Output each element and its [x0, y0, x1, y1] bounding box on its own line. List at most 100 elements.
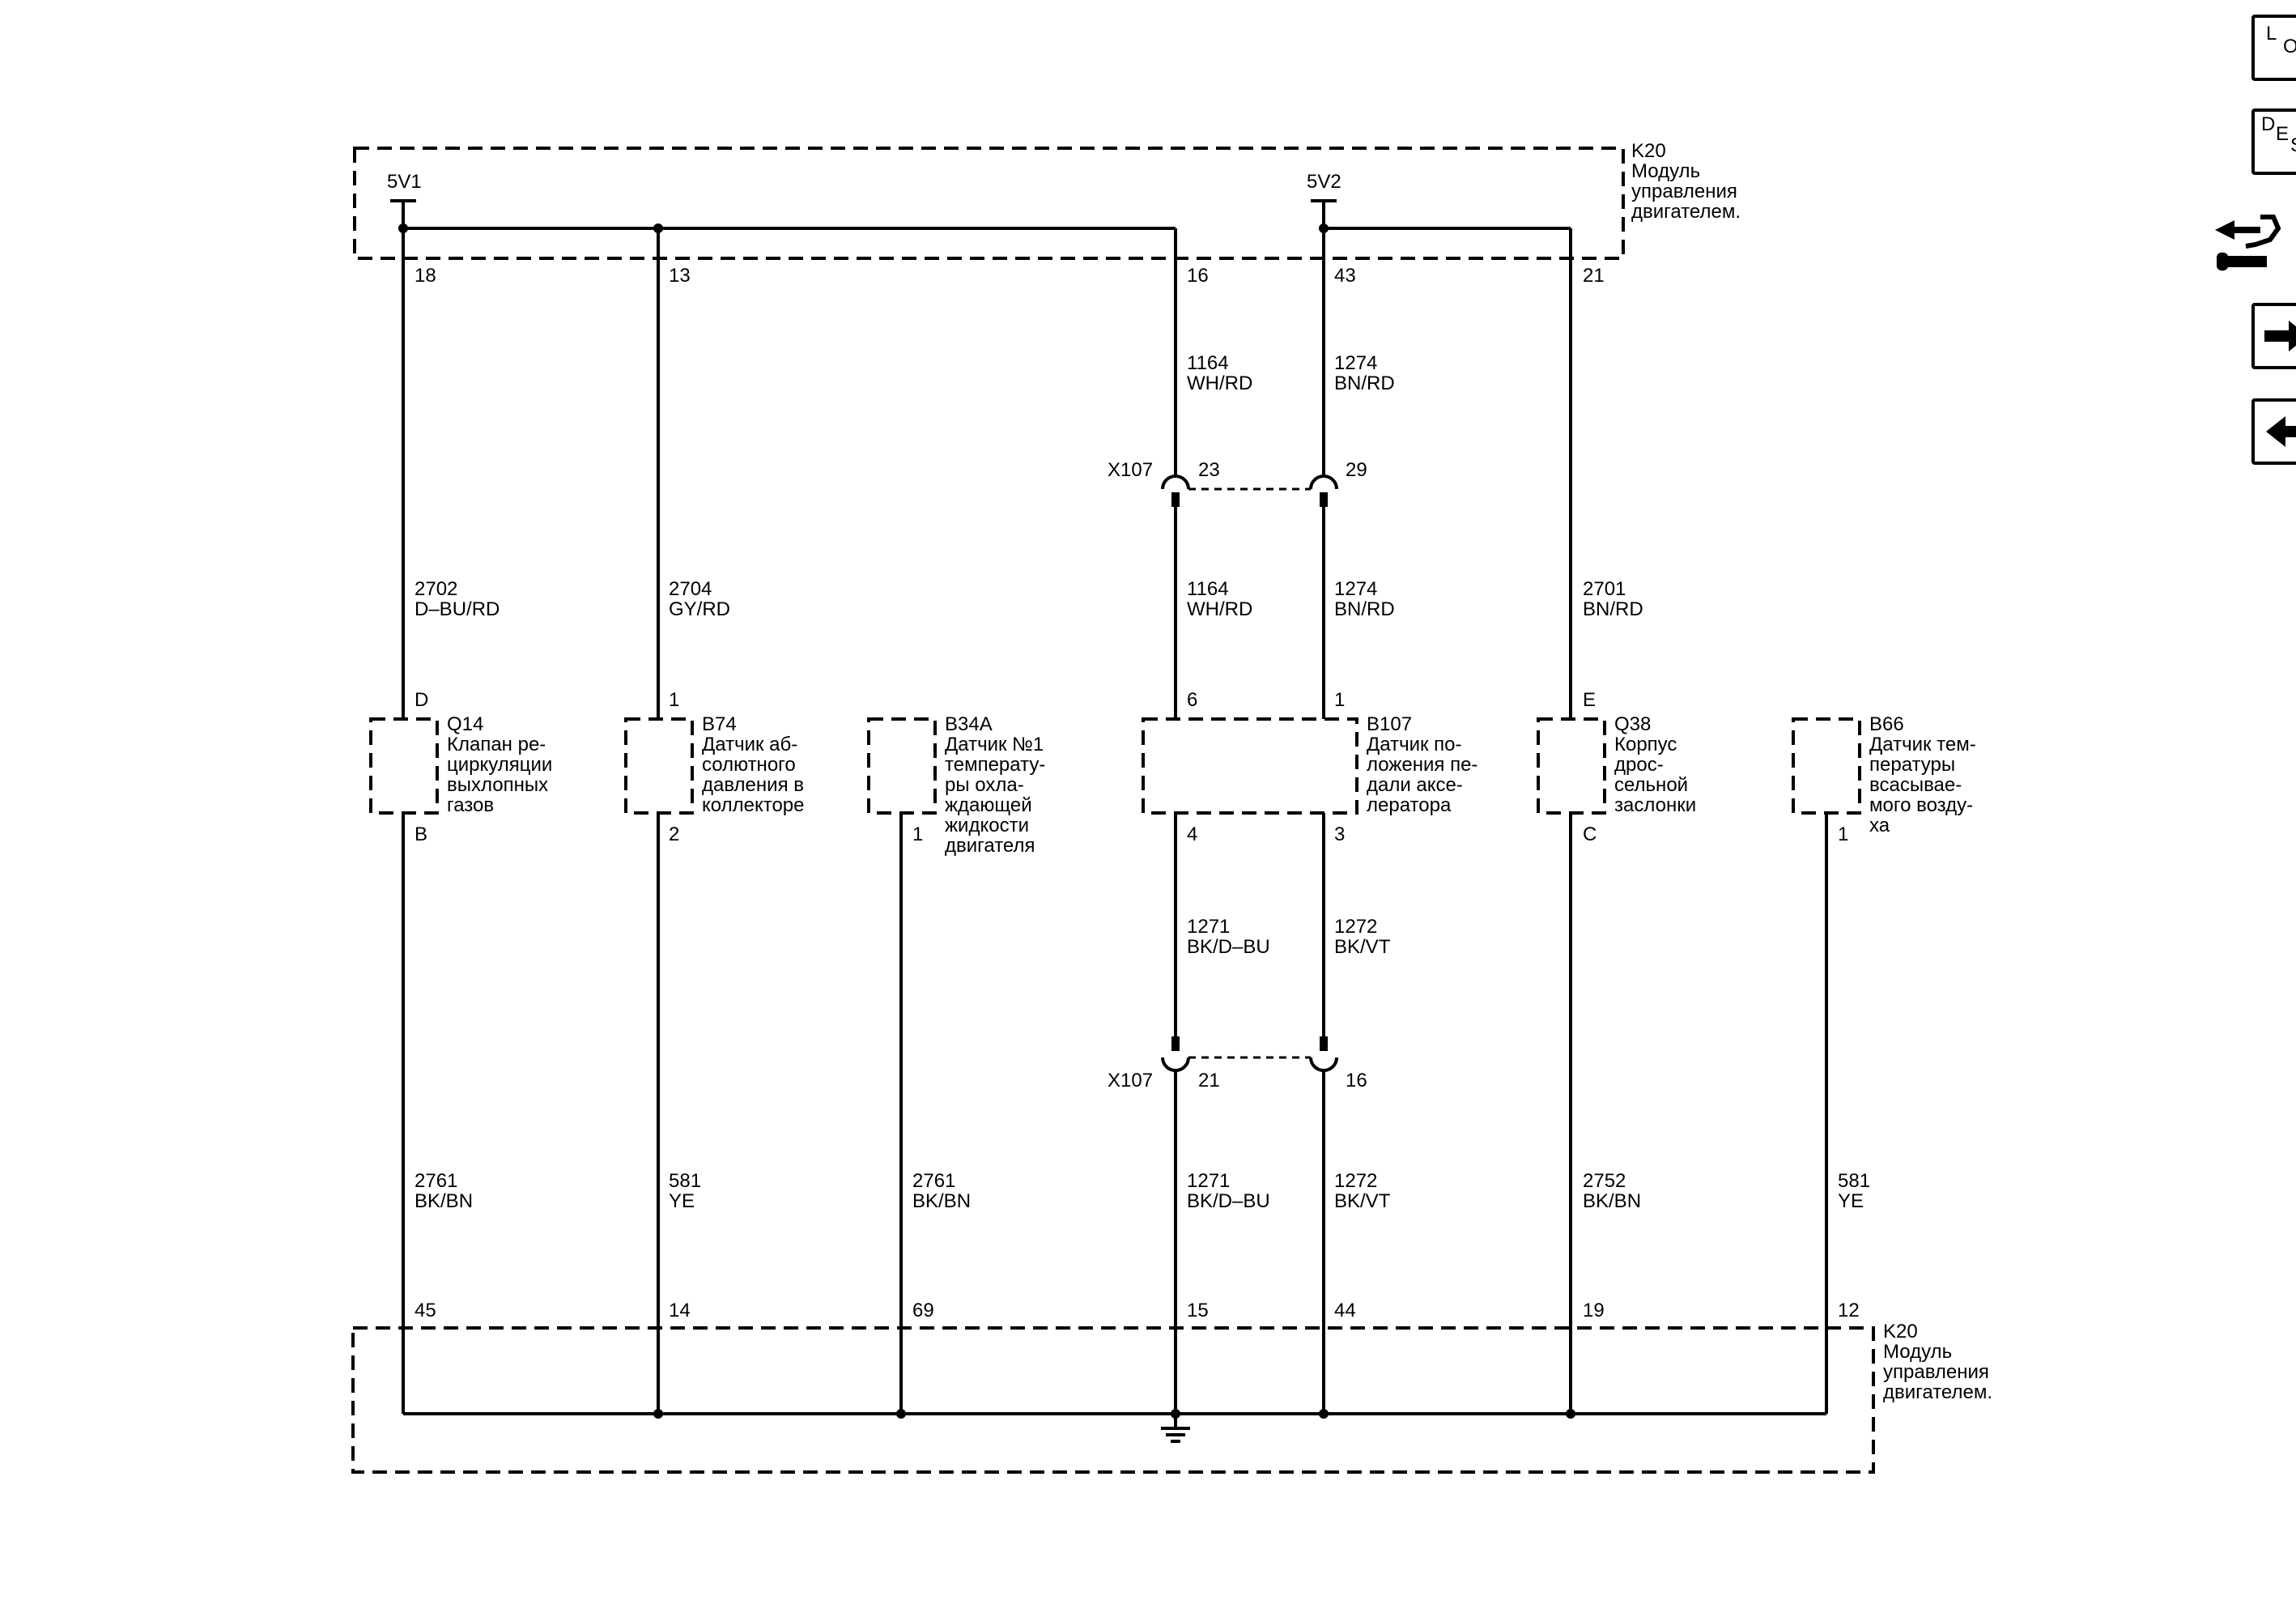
k20-top-code: K20: [1631, 140, 1666, 162]
wire-number: 2761: [415, 1170, 457, 1192]
component-desc-line: Датчик аб-: [702, 734, 797, 755]
component-pin-label: 6: [1187, 689, 1197, 711]
junction-dot: [653, 1409, 663, 1419]
component-b66-box: [1792, 717, 1861, 815]
top-pin-label: 13: [669, 265, 691, 287]
component-desc-line: ха: [1869, 815, 1890, 836]
wire-color: WH/RD: [1187, 372, 1252, 394]
k20-bottom-name-line: управления: [1883, 1361, 1989, 1383]
bottom-pin-label: 15: [1187, 1300, 1209, 1321]
component-b34a-box: [867, 717, 937, 815]
wire-color: BN/RD: [1334, 372, 1395, 394]
supply-5v2-label: 5V2: [1307, 171, 1341, 193]
component-pin-label: 1: [669, 689, 679, 711]
connector-pin-label: 16: [1346, 1070, 1367, 1091]
wire-number: 1274: [1334, 352, 1377, 374]
wire-number: 2701: [1583, 578, 1626, 600]
component-desc-line: лератора: [1367, 794, 1452, 816]
loc-letter: O: [2283, 36, 2296, 57]
bottom-pin-label: 69: [912, 1300, 934, 1321]
ground-icon: [1161, 1414, 1190, 1443]
k20-bottom-box: [351, 1326, 1875, 1474]
wire-color: BK/VT: [1334, 1190, 1391, 1212]
wire-number: 1272: [1334, 916, 1377, 938]
wire-color: WH/RD: [1187, 598, 1252, 620]
component-q38-box: [1537, 717, 1606, 815]
component-code: B74: [702, 713, 737, 735]
desc-letter: E: [2276, 123, 2290, 145]
wire-number: 1164: [1187, 578, 1229, 600]
component-desc-line: ждающей: [945, 794, 1032, 816]
component-pin-label: D: [415, 689, 428, 711]
component-desc-line: выхлопных: [447, 774, 548, 796]
wire-color: BK/VT: [1334, 936, 1391, 958]
prev-arrow-button[interactable]: [2251, 398, 2296, 465]
k20-bottom-code: K20: [1883, 1321, 1918, 1343]
connector-x107-upper-female: [1309, 474, 1338, 490]
component-pin-label: 2: [669, 823, 679, 845]
component-b74-box: [624, 717, 694, 815]
connector-x107-lower-male: [1171, 1036, 1180, 1051]
connector-service-icon-svg: [2215, 215, 2281, 271]
component-pin-label: B: [415, 823, 427, 845]
component-code: B34A: [945, 713, 993, 735]
component-pin-label: E: [1583, 689, 1596, 711]
connector-service-icon[interactable]: [2210, 207, 2283, 280]
connector-x107-lower-female: [1309, 1057, 1338, 1072]
wire-color: GY/RD: [669, 598, 730, 620]
wire-number: 1164: [1187, 352, 1229, 374]
component-desc-line: Корпус: [1614, 734, 1677, 755]
k20-top-box: [353, 147, 1625, 260]
k20-top-name-line: Модуль: [1631, 160, 1700, 182]
k20-bottom-name-line: двигателем.: [1883, 1381, 1992, 1403]
wire-number: 2752: [1583, 1170, 1626, 1192]
component-desc-line: давления в: [702, 774, 804, 796]
wire-color: BK/D–BU: [1187, 1190, 1270, 1212]
component-desc-line: ры охла-: [945, 774, 1024, 796]
connector-x107-upper-male: [1171, 492, 1180, 507]
component-code: B107: [1367, 713, 1412, 735]
connector-pin-label: 21: [1198, 1070, 1220, 1091]
component-pin-label: 4: [1187, 823, 1197, 845]
component-desc-line: заслонки: [1614, 794, 1696, 816]
component-desc-line: циркуляции: [447, 754, 552, 776]
arrow-left-icon: [2266, 416, 2296, 447]
desc-button[interactable]: D E S C: [2251, 109, 2296, 175]
component-pin-label: 1: [1838, 823, 1848, 845]
junction-dot: [896, 1409, 906, 1419]
component-desc-line: Датчик по-: [1367, 734, 1461, 755]
wire-number: 2702: [415, 578, 457, 600]
wire-number: 1271: [1187, 916, 1230, 938]
bottom-pin-label: 12: [1838, 1300, 1860, 1321]
k20-bottom-name-line: Модуль: [1883, 1341, 1952, 1363]
connector-x107-upper-code: X107: [1108, 459, 1153, 481]
component-desc-line: Датчик №1: [945, 734, 1044, 755]
wire-number: 1274: [1334, 578, 1377, 600]
junction-dot: [1319, 1409, 1329, 1419]
component-desc-line: Датчик тем-: [1869, 734, 1976, 755]
bottom-pin-label: 19: [1583, 1300, 1605, 1321]
connector-x107-upper-female: [1161, 474, 1190, 490]
wire-number: 1272: [1334, 1170, 1377, 1192]
top-pin-label: 18: [415, 265, 436, 287]
component-code: Q38: [1614, 713, 1651, 735]
component-desc-line: ложения пе-: [1367, 754, 1478, 776]
component-q14-box: [369, 717, 439, 815]
wire-color: BK/BN: [415, 1190, 473, 1212]
connector-pin-label: 29: [1346, 459, 1367, 481]
connector-x107-lower-female: [1161, 1057, 1190, 1072]
wire-color: BN/RD: [1583, 598, 1643, 620]
top-pin-label: 16: [1187, 265, 1209, 287]
next-arrow-button[interactable]: [2251, 303, 2296, 369]
wire-color: BK/D–BU: [1187, 936, 1270, 958]
junction-dot: [1566, 1409, 1575, 1419]
component-desc-line: мого возду-: [1869, 794, 1973, 816]
component-desc-line: коллекторе: [702, 794, 804, 816]
supply-5v1-label: 5V1: [387, 171, 422, 193]
top-pin-label: 43: [1334, 265, 1356, 287]
component-pin-label: 3: [1334, 823, 1345, 845]
connector-x107-upper-male: [1320, 492, 1328, 507]
bottom-pin-label: 14: [669, 1300, 691, 1321]
loc-button[interactable]: L O C: [2251, 15, 2296, 81]
